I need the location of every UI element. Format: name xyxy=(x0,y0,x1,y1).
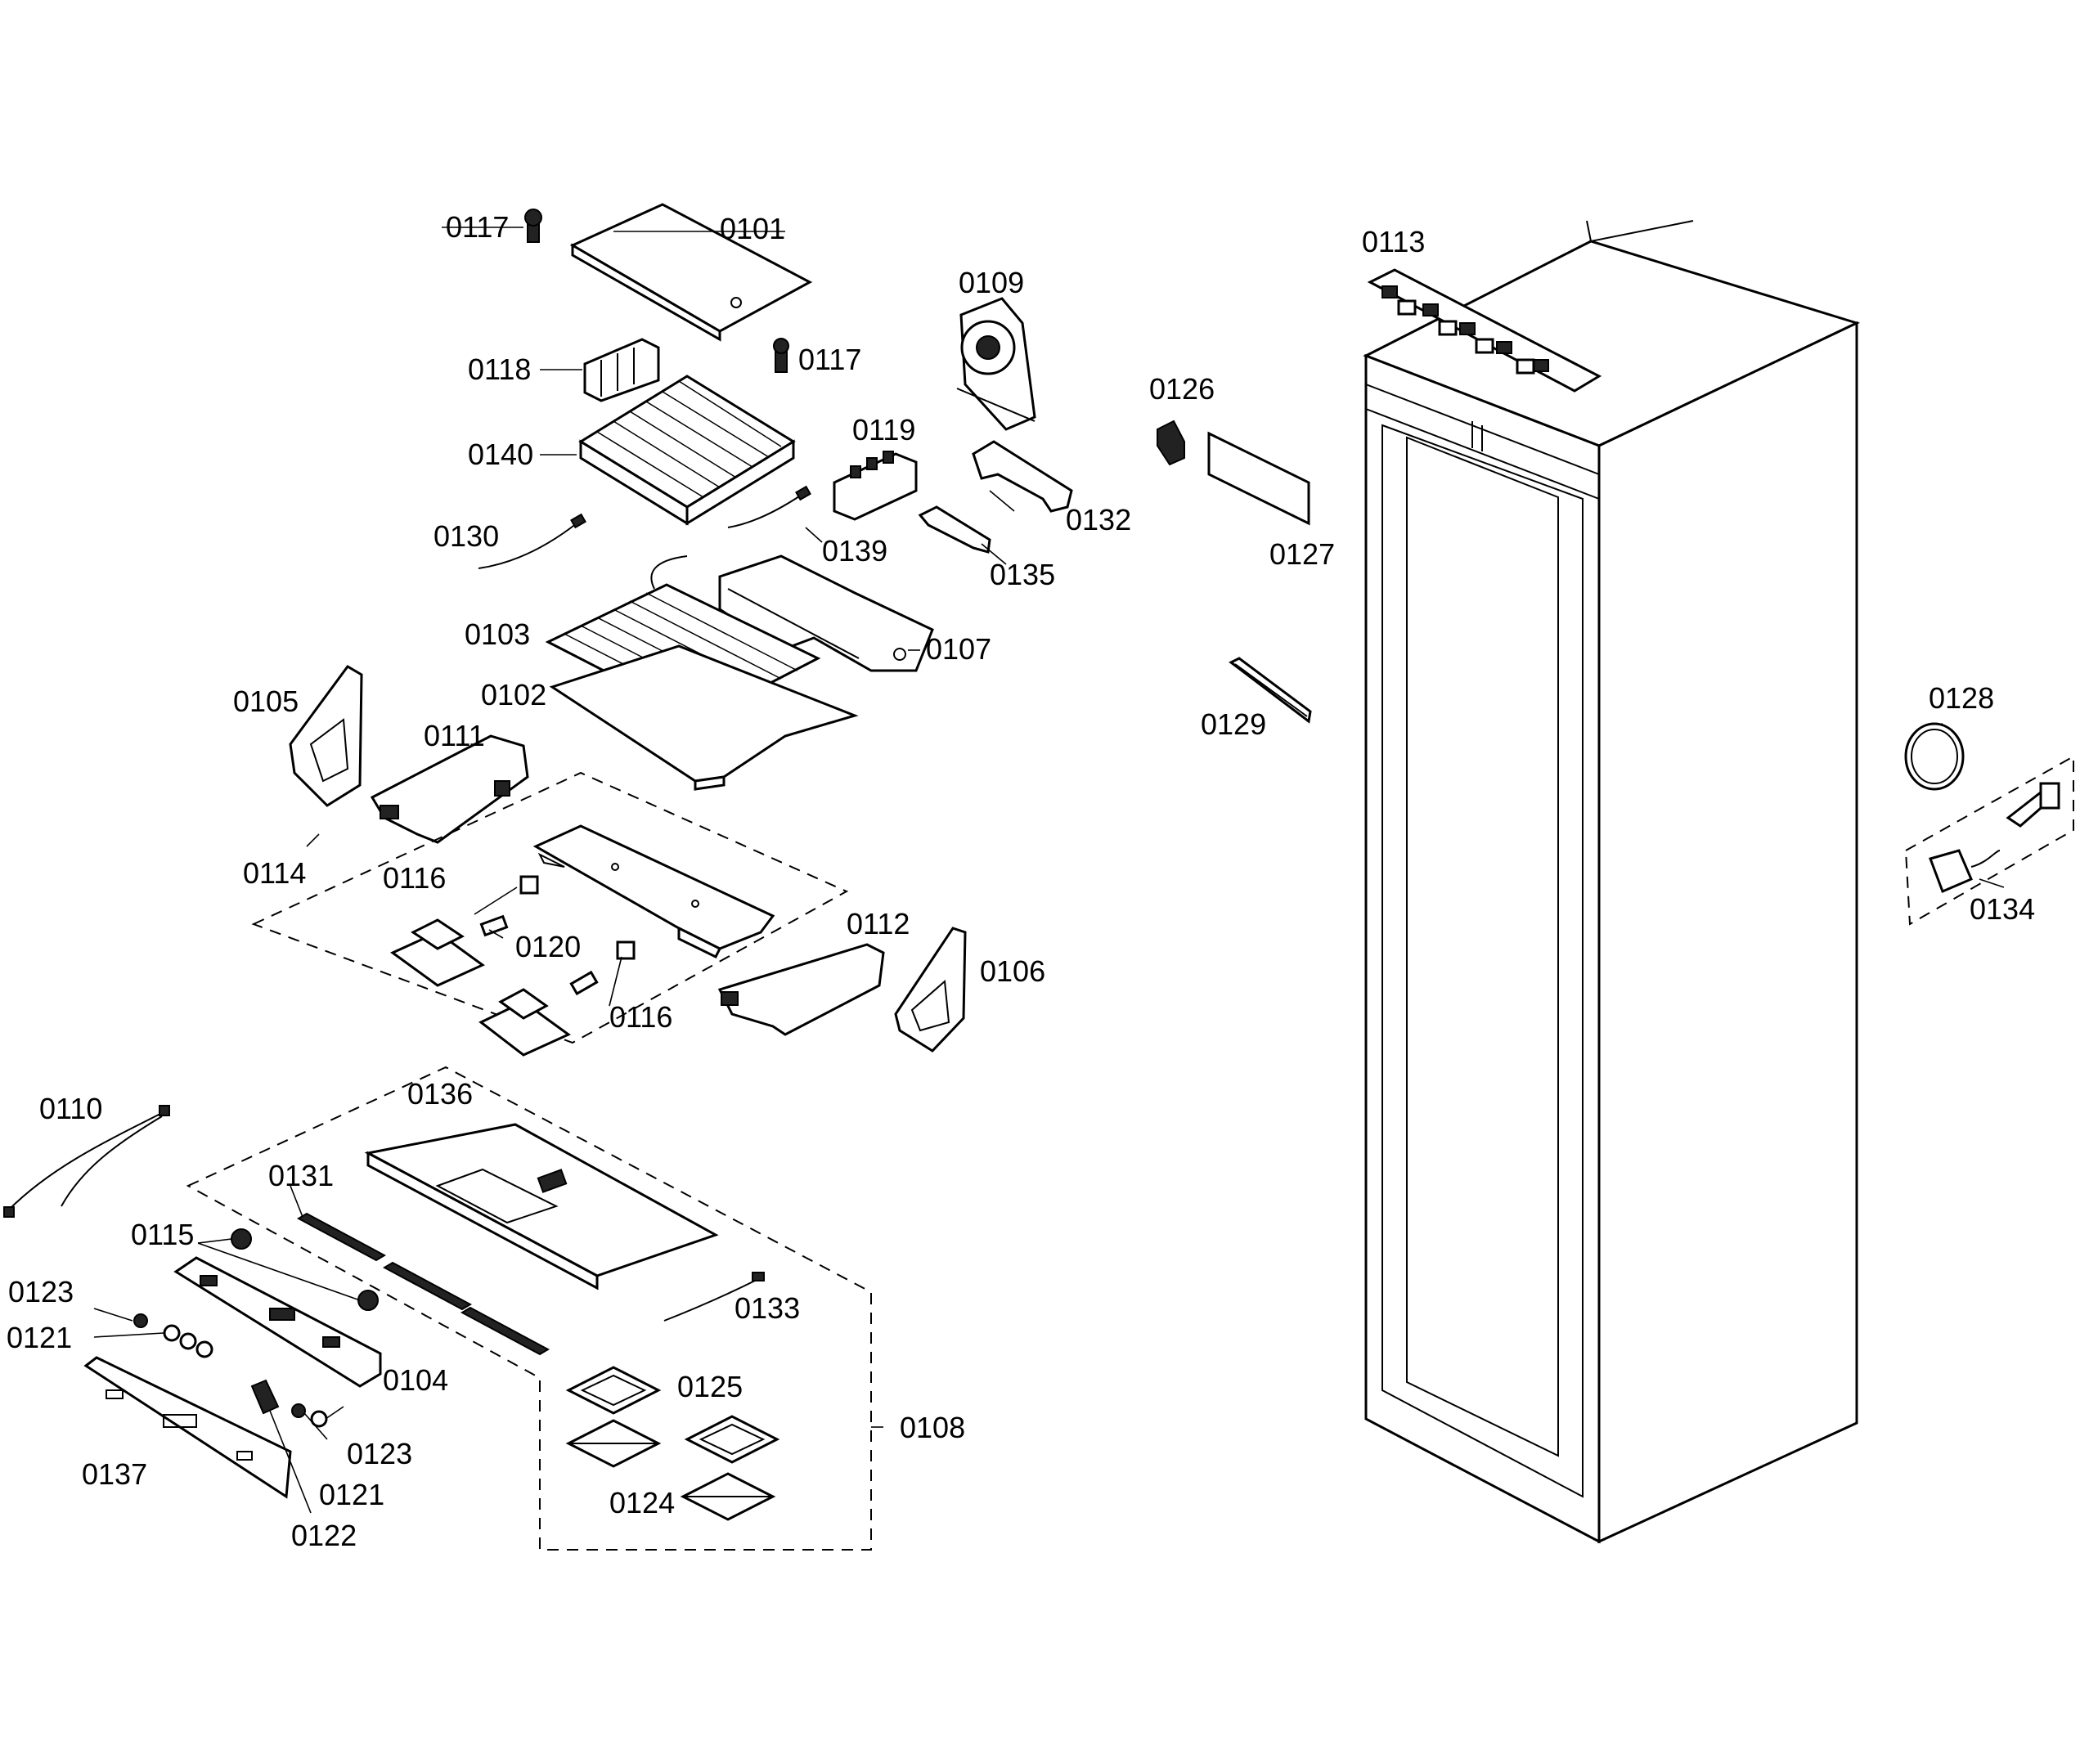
label-0117-top: 0117 xyxy=(446,210,509,244)
screw-0123 xyxy=(133,1313,306,1418)
label-0109: 0109 xyxy=(959,266,1024,299)
label-0117-right: 0117 xyxy=(798,343,861,376)
label-0133: 0133 xyxy=(735,1291,800,1325)
switch-0122 xyxy=(250,1379,280,1415)
strip-0131 xyxy=(296,1212,550,1356)
screw-0117-top xyxy=(442,209,542,243)
gasket-0124 xyxy=(565,1419,776,1521)
label-0135: 0135 xyxy=(990,558,1055,591)
label-0121-left: 0121 xyxy=(7,1321,72,1354)
label-0122: 0122 xyxy=(291,1519,357,1552)
label-0125: 0125 xyxy=(677,1370,743,1403)
switch-0126 xyxy=(1157,420,1185,466)
label-0129: 0129 xyxy=(1201,707,1266,741)
assembly-outline-0114 xyxy=(251,771,849,1044)
label-0137: 0137 xyxy=(82,1457,147,1491)
bulb-0120 xyxy=(479,914,599,996)
knob-0115 xyxy=(231,1228,379,1311)
label-0132: 0132 xyxy=(1066,503,1131,536)
label-0121-right: 0121 xyxy=(319,1478,384,1511)
label-0101: 0101 xyxy=(720,212,785,245)
lamp-housing-right xyxy=(478,988,571,1057)
label-0114: 0114 xyxy=(243,856,306,890)
label-0128: 0128 xyxy=(1929,681,1994,715)
label-0120: 0120 xyxy=(515,930,581,963)
fascia-0137 xyxy=(83,1356,292,1499)
label-0119: 0119 xyxy=(852,413,915,447)
damper-0134 xyxy=(1929,782,2060,893)
label-0116-top: 0116 xyxy=(383,861,446,895)
relay-0119 xyxy=(833,451,918,521)
label-0112: 0112 xyxy=(847,907,910,940)
label-0139: 0139 xyxy=(822,534,887,568)
label-0104: 0104 xyxy=(383,1363,448,1397)
assembly-outline-lower xyxy=(186,1066,872,1551)
label-0111: 0111 xyxy=(424,719,485,752)
label-0136: 0136 xyxy=(407,1077,473,1111)
assembly-outline-0134 xyxy=(1904,755,2074,926)
sensor-0139 xyxy=(727,485,823,543)
bracket-0135 xyxy=(918,505,991,554)
bracket-0132 xyxy=(972,440,1073,513)
label-0116-bottom: 0116 xyxy=(609,1000,672,1034)
leader-lines xyxy=(93,490,2005,1514)
label-0115: 0115 xyxy=(131,1218,194,1251)
label-0123-left: 0123 xyxy=(8,1275,74,1308)
bracket-0111 xyxy=(370,734,529,844)
label-0131: 0131 xyxy=(268,1159,334,1192)
ring-0128 xyxy=(1904,722,1965,791)
strip-0129 xyxy=(1229,657,1312,724)
evaporator-0140 xyxy=(540,375,796,526)
socket-0116 xyxy=(519,875,636,960)
refrigerator-cabinet xyxy=(1363,220,1861,1544)
tray-0136 xyxy=(364,1123,719,1290)
evaporator-cover-0101 xyxy=(569,203,813,342)
side-panel-0105 xyxy=(289,665,363,807)
label-0113: 0113 xyxy=(1362,225,1425,258)
label-0107: 0107 xyxy=(926,632,991,666)
label-0108: 0108 xyxy=(900,1411,965,1444)
buttons-0121 xyxy=(163,1324,328,1428)
bracket-0112 xyxy=(717,943,885,1036)
sensor-0133 xyxy=(663,1272,765,1322)
label-0110: 0110 xyxy=(39,1092,102,1125)
lamp-housing-left xyxy=(390,918,485,987)
label-0118: 0118 xyxy=(468,352,531,386)
label-0103: 0103 xyxy=(465,617,530,651)
control-board-0113 xyxy=(1367,268,1602,393)
label-0130: 0130 xyxy=(434,519,499,553)
label-0123-right: 0123 xyxy=(347,1437,412,1470)
gasket-0125 xyxy=(565,1366,780,1464)
side-panel-0106 xyxy=(894,927,967,1053)
screw-0117-right xyxy=(773,338,789,373)
plate-0102 xyxy=(549,644,859,791)
fan-0109 xyxy=(956,297,1036,431)
part-labels: 0117 0101 0109 0113 0118 0117 0126 0119 … xyxy=(7,210,2035,1552)
label-0102: 0102 xyxy=(481,678,546,711)
label-0124: 0124 xyxy=(609,1486,675,1519)
label-0106: 0106 xyxy=(980,954,1045,988)
panel-0127 xyxy=(1207,431,1310,526)
sensor-0130 xyxy=(478,513,586,569)
label-0127: 0127 xyxy=(1269,537,1335,571)
harness-0110 xyxy=(3,1105,170,1218)
control-panel-0104 xyxy=(173,1256,382,1388)
bracket-0114 xyxy=(532,824,775,959)
bracket-0118 xyxy=(540,338,660,402)
label-0134: 0134 xyxy=(1970,892,2035,926)
label-0105: 0105 xyxy=(233,685,299,718)
label-0126: 0126 xyxy=(1149,372,1215,406)
label-0140: 0140 xyxy=(468,438,533,471)
